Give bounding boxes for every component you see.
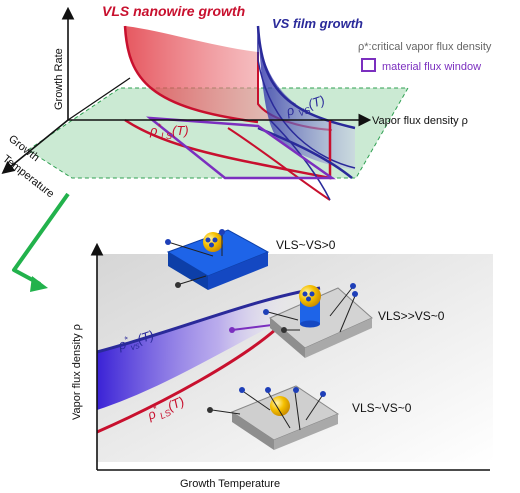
legend-window-swatch <box>361 58 376 72</box>
regime-illustration-top <box>165 229 270 290</box>
transition-arrow <box>12 192 70 286</box>
flux-window-band <box>97 292 300 410</box>
legend-rho-critical: ρ*:critical vapor flux density <box>358 41 492 53</box>
axis-growth-rate-label: Growth Rate <box>53 48 65 110</box>
window-marker-dot <box>229 327 235 333</box>
catalyst-droplet-bottom <box>270 396 290 416</box>
svg-text:ρ*LS(T): ρ*LS(T) <box>149 122 189 141</box>
svg-text:ρ*vs(T): ρ*vs(T) <box>115 326 157 356</box>
rho-ls-curve-3d <box>124 118 332 180</box>
vs-surface-edge <box>256 25 356 130</box>
rho-vs-curve-3d <box>257 126 353 179</box>
axis-extension <box>67 77 131 121</box>
nanowire <box>300 300 320 324</box>
regime-illustration-bottom <box>207 385 340 450</box>
regime-top-label: VLS~VS>0 <box>276 238 336 252</box>
vls-title: VLS nanowire growth <box>102 3 245 19</box>
regime-illustration-middle <box>263 283 373 358</box>
vls-surface-edge-front <box>123 25 259 124</box>
svg-text:ρ*VS(T): ρ*VS(T) <box>283 91 327 122</box>
material-flux-window-3d <box>146 116 336 180</box>
regime-middle-label: VLS>>VS~0 <box>378 309 445 323</box>
vs-title: VS film growth <box>272 16 363 31</box>
x-axis-label: Growth Temperature <box>180 478 280 490</box>
rho-ls-edge-3d <box>227 127 331 201</box>
rho-vs-label-bottom: ρ*vs(T) <box>115 326 157 356</box>
rho-ls-label-top: ρ*LS(T) <box>149 122 189 141</box>
catalyst-droplet-top <box>203 232 223 252</box>
y-axis-label: Vapor flux density ρ <box>71 324 83 420</box>
transition-arrow-head <box>30 276 48 292</box>
top-3d-diagram <box>1 6 409 201</box>
rho-vs-curve <box>96 286 321 354</box>
rho-vs-edge-3d <box>269 119 331 201</box>
regime-bottom-label: VLS~VS~0 <box>352 401 412 415</box>
vs-surface-edge-lower <box>257 26 356 169</box>
rho-ls-curve <box>96 328 276 434</box>
legend-window-label: material flux window <box>382 61 481 73</box>
rho-vs-label-top: ρ*VS(T) <box>283 91 327 122</box>
axis-growth-temperature <box>1 119 69 175</box>
catalyst-droplet-middle <box>299 285 321 307</box>
axis-vapor-flux-label: Vapor flux density ρ <box>372 115 468 127</box>
